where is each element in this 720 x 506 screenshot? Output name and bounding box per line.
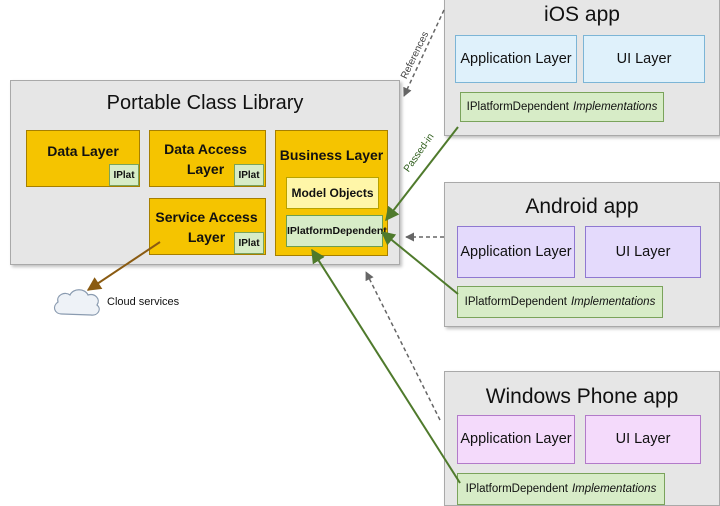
android-passed-in-arrow bbox=[380, 231, 459, 295]
data-access-layer-iplat: IPlat bbox=[234, 164, 264, 186]
ios-passed-in-arrow bbox=[385, 126, 459, 222]
cloud-services-label: Cloud services bbox=[107, 296, 180, 308]
data-access-layer-label: Data Access Layer bbox=[164, 141, 247, 177]
ios-impl-prefix: IPlatformDependent bbox=[466, 101, 569, 113]
ios-application-layer-label: Application Layer bbox=[460, 50, 572, 67]
data-access-layer-box: Data Access Layer IPlat bbox=[149, 130, 266, 187]
wp-application-layer-label: Application Layer bbox=[460, 431, 572, 447]
data-layer-iplat: IPlat bbox=[109, 164, 139, 186]
ios-ui-layer-label: UI Layer bbox=[616, 50, 672, 67]
ios-references-arrow bbox=[403, 9, 445, 97]
service-access-layer-box: Service Access Layer IPlat bbox=[149, 198, 266, 255]
wp-application-layer: Application Layer bbox=[457, 415, 575, 464]
wp-impl-suffix: Implementations bbox=[571, 483, 657, 495]
ios-app-panel: iOS app Application Layer UI Layer IPlat… bbox=[444, 0, 720, 136]
business-layer-label: Business Layer bbox=[279, 147, 384, 163]
business-iplatformdependent-box: IPlatformDependent bbox=[286, 215, 387, 247]
service-access-layer-iplat: IPlat bbox=[234, 232, 264, 254]
ios-app-title: iOS app bbox=[544, 3, 620, 26]
android-application-layer-label: Application Layer bbox=[460, 243, 572, 260]
service-access-layer-label: Service Access Layer bbox=[155, 209, 258, 245]
ios-ui-layer: UI Layer bbox=[583, 35, 705, 83]
wp-ui-layer-label: UI Layer bbox=[615, 431, 671, 447]
windows-phone-app-panel: Windows Phone app Application Layer UI L… bbox=[444, 371, 720, 506]
ios-impl-suffix: Implementations bbox=[572, 101, 658, 113]
portable-class-library-title: Portable Class Library bbox=[106, 92, 304, 114]
business-layer-box: Business Layer Model Objects IPlatformDe… bbox=[275, 130, 388, 256]
android-impl-prefix: IPlatformDependent bbox=[464, 296, 567, 308]
wp-ui-layer: UI Layer bbox=[585, 415, 701, 464]
cloud-icon bbox=[53, 289, 100, 316]
wp-impl-prefix: IPlatformDependent bbox=[465, 483, 568, 495]
android-app-title: Android app bbox=[525, 195, 639, 218]
android-application-layer: Application Layer bbox=[457, 226, 575, 278]
ios-application-layer: Application Layer bbox=[455, 35, 577, 83]
windows-phone-app-title: Windows Phone app bbox=[485, 385, 679, 408]
wp-passed-in-arrow bbox=[311, 248, 461, 484]
data-layer-box: Data Layer IPlat bbox=[26, 130, 140, 187]
android-ui-layer: UI Layer bbox=[585, 226, 701, 278]
service-to-cloud-arrow bbox=[86, 241, 161, 291]
android-impl-suffix: Implementations bbox=[570, 296, 656, 308]
android-app-panel: Android app Application Layer UI Layer I… bbox=[444, 182, 720, 327]
data-layer-label: Data Layer bbox=[47, 143, 119, 159]
android-ui-layer-label: UI Layer bbox=[615, 243, 671, 260]
model-objects-box: Model Objects bbox=[286, 177, 379, 209]
portable-class-library-panel: Portable Class Library Data Layer IPlat … bbox=[10, 80, 400, 265]
wp-references-arrow bbox=[365, 271, 441, 421]
